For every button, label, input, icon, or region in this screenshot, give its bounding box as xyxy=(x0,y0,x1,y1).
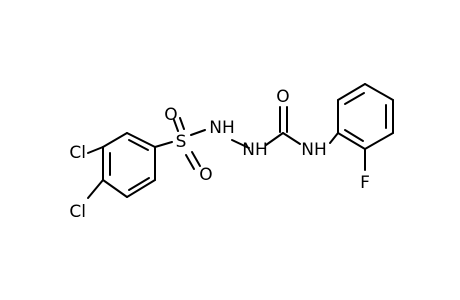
n-n-bond xyxy=(231,139,250,149)
atom-cl-upper: Cl xyxy=(69,143,86,163)
c-s-bond xyxy=(154,141,173,148)
atom-hydrazide-nh-2: NH xyxy=(242,140,268,160)
s-o-double-bond-bottom-a xyxy=(185,154,195,170)
ring-bond xyxy=(337,83,366,101)
atom-sulfonyl-oxygen-top: O xyxy=(164,105,177,125)
ring-bond xyxy=(364,83,394,101)
atom-cl-lower: Cl xyxy=(69,202,86,222)
s-o-double-bond-top-b xyxy=(179,117,185,130)
ring-bond xyxy=(102,179,128,198)
ring-inner-double-bond xyxy=(128,177,150,191)
atom-amide-nh: NH xyxy=(301,140,327,160)
dichlorophenyl-ring xyxy=(102,132,156,198)
ring-bond xyxy=(126,132,156,148)
s-o-double-bond-bottom-b xyxy=(191,151,201,167)
fluorophenyl-ring xyxy=(337,83,394,150)
c-n-amide-bond xyxy=(282,132,301,145)
atom-sulfonyl-oxygen-bottom: O xyxy=(199,165,212,185)
n-c-bond xyxy=(265,132,284,146)
ring-inner-double-bond xyxy=(128,139,149,151)
ring-bond xyxy=(337,132,366,150)
atom-sulfur: S xyxy=(176,132,187,152)
c-cl-bond-lower xyxy=(87,179,104,199)
ring-inner-double-bond xyxy=(344,129,364,142)
s-o-double-bond-top-a xyxy=(173,119,179,132)
s-n-bond xyxy=(190,129,206,136)
ring-bond xyxy=(126,179,156,198)
ring-bond xyxy=(102,132,128,148)
atom-carbonyl-oxygen: O xyxy=(276,87,289,107)
ring-bond xyxy=(364,132,394,150)
atom-hydrazide-nh-1: NH xyxy=(209,118,235,138)
ring-inner-double-bond xyxy=(344,92,365,105)
atom-fluorine: F xyxy=(360,173,370,193)
n-aryl-bond xyxy=(329,132,339,144)
c-cl-bond-upper xyxy=(87,146,104,154)
